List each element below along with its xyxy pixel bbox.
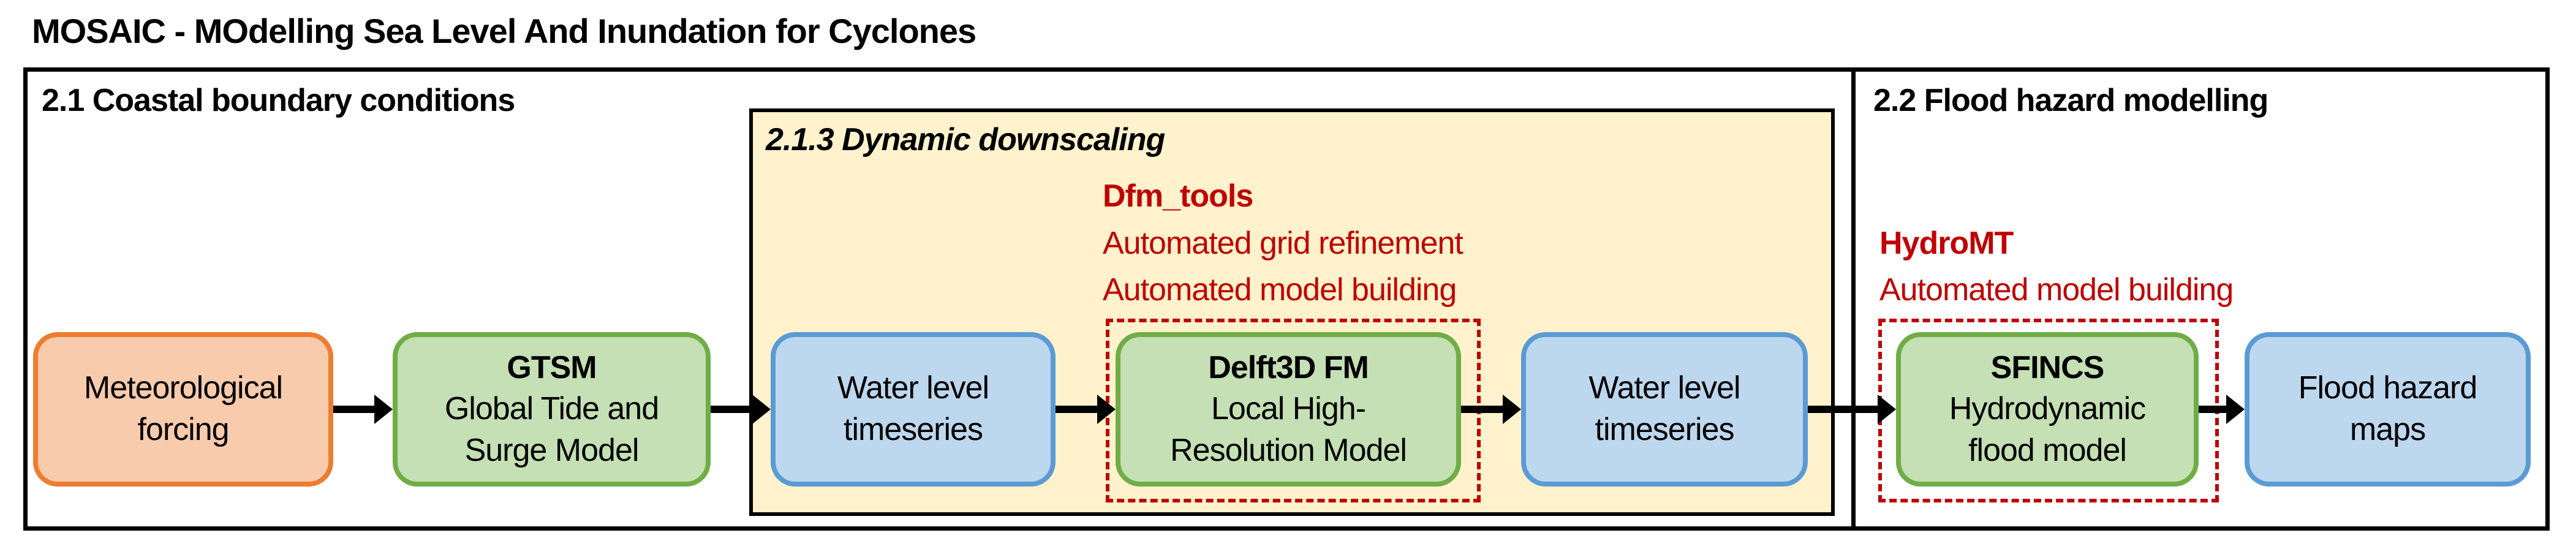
node-line: Local High- — [1211, 391, 1366, 427]
node-line: maps — [2349, 412, 2426, 447]
node-line: Water level — [1588, 370, 1740, 406]
node-water-level-timeseries-2: Water level timeseries — [1521, 332, 1808, 487]
node-delft3d-fm: Delft3D FM Local High- Resolution Model — [1116, 332, 1461, 487]
node-line: timeseries — [844, 412, 983, 447]
section-heading-flood: 2.2 Flood hazard modelling — [1873, 83, 2268, 118]
node-line: Water level — [837, 370, 989, 406]
node-title: Delft3D FM — [1208, 349, 1369, 385]
section-heading-dynamic: 2.1.3 Dynamic downscaling — [766, 122, 1165, 157]
node-line: forcing — [137, 412, 229, 447]
node-line: Global Tide and — [444, 391, 659, 427]
diagram-title: MOSAIC - MOdelling Sea Level And Inundat… — [32, 12, 976, 50]
node-line: Resolution Model — [1170, 432, 1407, 468]
node-gtsm: GTSM Global Tide and Surge Model — [393, 332, 711, 487]
node-title: SFINCS — [1990, 349, 2105, 385]
node-water-level-timeseries-1: Water level timeseries — [771, 332, 1056, 487]
node-sfincs: SFINCS Hydrodynamic flood model — [1896, 332, 2199, 487]
tool-name-dfm: Dfm_tools — [1103, 178, 1253, 214]
node-line: Hydrodynamic — [1949, 391, 2146, 427]
section-heading-coastal: 2.1 Coastal boundary conditions — [42, 83, 515, 118]
node-flood-hazard-maps: Flood hazard maps — [2245, 332, 2531, 487]
node-line: timeseries — [1595, 412, 1735, 447]
section-divider — [1851, 67, 1856, 531]
tool-feature-dfm-2: Automated model building — [1103, 272, 1457, 308]
tool-name-hydromt: HydroMT — [1879, 225, 2014, 261]
node-title: GTSM — [507, 349, 597, 385]
node-line: Surge Model — [464, 432, 640, 468]
outer-frame — [23, 67, 2550, 531]
node-line: Meteorological — [83, 370, 283, 406]
node-meteorological-forcing: Meteorological forcing — [33, 332, 333, 487]
node-line: flood model — [1968, 432, 2127, 468]
node-line: Flood hazard — [2298, 370, 2478, 406]
tool-feature-dfm-1: Automated grid refinement — [1103, 225, 1464, 261]
tool-feature-hydromt-1: Automated model building — [1879, 272, 2234, 308]
